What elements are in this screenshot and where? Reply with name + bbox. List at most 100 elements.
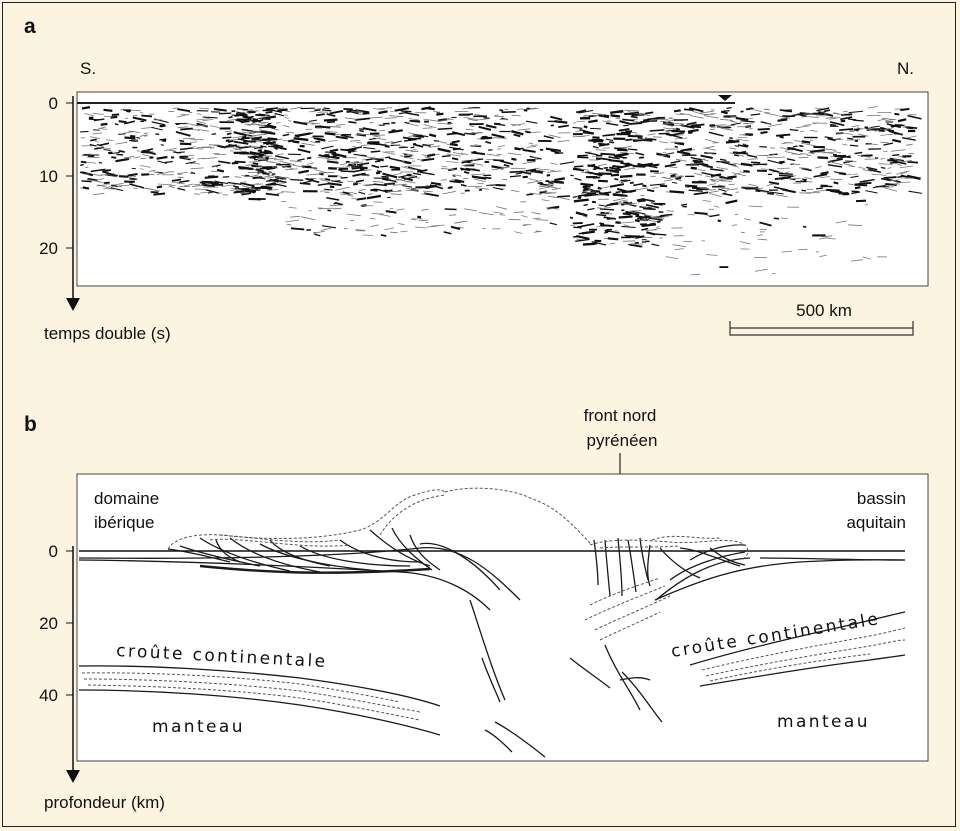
seismic-reflector — [554, 180, 565, 184]
seismic-reflector — [901, 162, 906, 165]
seismic-reflector — [463, 171, 470, 175]
seismic-reflector — [476, 118, 491, 121]
seismic-reflector — [189, 146, 196, 149]
seismic-reflector — [442, 190, 456, 195]
seismic-reflector — [266, 167, 276, 171]
seismic-reflector — [342, 191, 350, 195]
seismic-reflector — [242, 115, 252, 120]
seismic-reflector — [623, 224, 630, 227]
seismic-reflector — [492, 186, 504, 191]
seismic-reflector — [428, 145, 441, 148]
seismic-reflector — [578, 109, 594, 114]
seismic-reflector — [757, 234, 763, 236]
seismic-reflector — [580, 168, 589, 171]
seismic-reflector — [187, 154, 195, 157]
seismic-reflections — [79, 105, 923, 276]
seismic-reflector — [613, 152, 628, 157]
seismic-reflector — [348, 160, 359, 164]
seismic-reflector — [630, 115, 638, 119]
seismic-reflector — [808, 152, 815, 155]
seismic-reflector — [890, 149, 906, 152]
panel-b-label: b — [24, 413, 37, 436]
seismic-reflector — [129, 134, 136, 138]
seismic-reflector — [261, 174, 275, 179]
seismic-reflector — [862, 169, 873, 172]
seismic-reflector — [726, 188, 738, 191]
seismic-reflector — [757, 127, 770, 131]
seismic-reflector — [216, 144, 226, 149]
seismic-reflector — [265, 115, 276, 120]
seismic-reflector — [572, 167, 585, 172]
seismic-reflector — [255, 113, 266, 117]
seismic-reflector — [402, 184, 412, 188]
seismic-reflector — [402, 152, 414, 156]
seismic-reflector — [493, 159, 504, 162]
seismic-reflector — [688, 189, 703, 192]
seismic-reflector — [356, 197, 367, 201]
seismic-reflector — [319, 178, 326, 180]
seismic-reflector — [741, 186, 749, 190]
seismic-reflector — [588, 139, 604, 143]
seismic-reflector — [679, 112, 692, 116]
seismic-reflector — [582, 131, 595, 135]
seismic-reflector — [618, 127, 630, 132]
seismic-reflector — [689, 162, 704, 165]
seismic-reflector — [605, 138, 614, 142]
seismic-reflector — [888, 130, 903, 136]
seismic-reflector — [446, 161, 459, 163]
seismic-reflector — [583, 203, 588, 207]
seismic-reflector — [787, 147, 795, 151]
seismic-reflector — [517, 128, 531, 131]
seismic-reflector — [98, 178, 104, 180]
seismic-reflector — [886, 172, 892, 175]
seismic-reflector — [868, 143, 878, 145]
seismic-reflector — [830, 189, 842, 194]
seismic-reflector — [670, 134, 683, 139]
seismic-reflector — [351, 198, 358, 200]
seismic-reflector — [204, 181, 219, 185]
seismic-reflector — [132, 187, 138, 189]
seismic-reflector — [293, 120, 308, 126]
seismic-reflector — [590, 189, 601, 193]
seismic-reflector — [722, 192, 733, 197]
seismic-reflector — [650, 216, 660, 219]
seismic-reflector — [290, 178, 304, 181]
seismic-reflector — [625, 210, 640, 216]
seismic-reflector — [582, 189, 594, 193]
seismic-reflector — [741, 186, 756, 188]
seismic-reflector — [795, 125, 810, 129]
seismic-reflector — [689, 115, 704, 119]
seismic-reflector — [641, 206, 648, 209]
seismic-reflector — [315, 137, 325, 141]
seismic-reflector — [127, 172, 138, 177]
seismic-reflector — [334, 133, 342, 136]
seismic-reflector — [582, 186, 594, 191]
seismic-reflector — [870, 125, 880, 129]
seismic-reflector — [499, 109, 504, 112]
seismic-reflector — [851, 125, 860, 128]
seismic-reflector — [660, 120, 676, 123]
seismic-reflector — [740, 110, 744, 113]
seismic-reflector — [546, 207, 560, 210]
seismic-reflector — [572, 195, 578, 199]
seismic-reflector — [635, 152, 645, 156]
seismic-reflector — [243, 115, 248, 119]
seismic-reflector — [176, 151, 185, 154]
seismic-reflector — [209, 147, 215, 149]
seismic-reflector — [627, 111, 643, 116]
seismic-reflector — [651, 227, 661, 231]
seismic-reflector — [541, 199, 550, 202]
seismic-reflector — [191, 184, 205, 188]
seismic-reflector — [598, 172, 612, 175]
seismic-reflector — [732, 162, 742, 165]
seismic-reflector — [126, 110, 131, 113]
seismic-reflector — [222, 136, 232, 139]
panel-b-axis-arrow — [66, 770, 80, 783]
seismic-reflector — [371, 189, 378, 192]
seismic-reflector — [292, 140, 300, 144]
seismic-reflector — [208, 144, 219, 146]
seismic-reflector — [835, 220, 847, 224]
seismic-reflector — [96, 147, 111, 149]
seismic-reflector — [388, 157, 404, 163]
